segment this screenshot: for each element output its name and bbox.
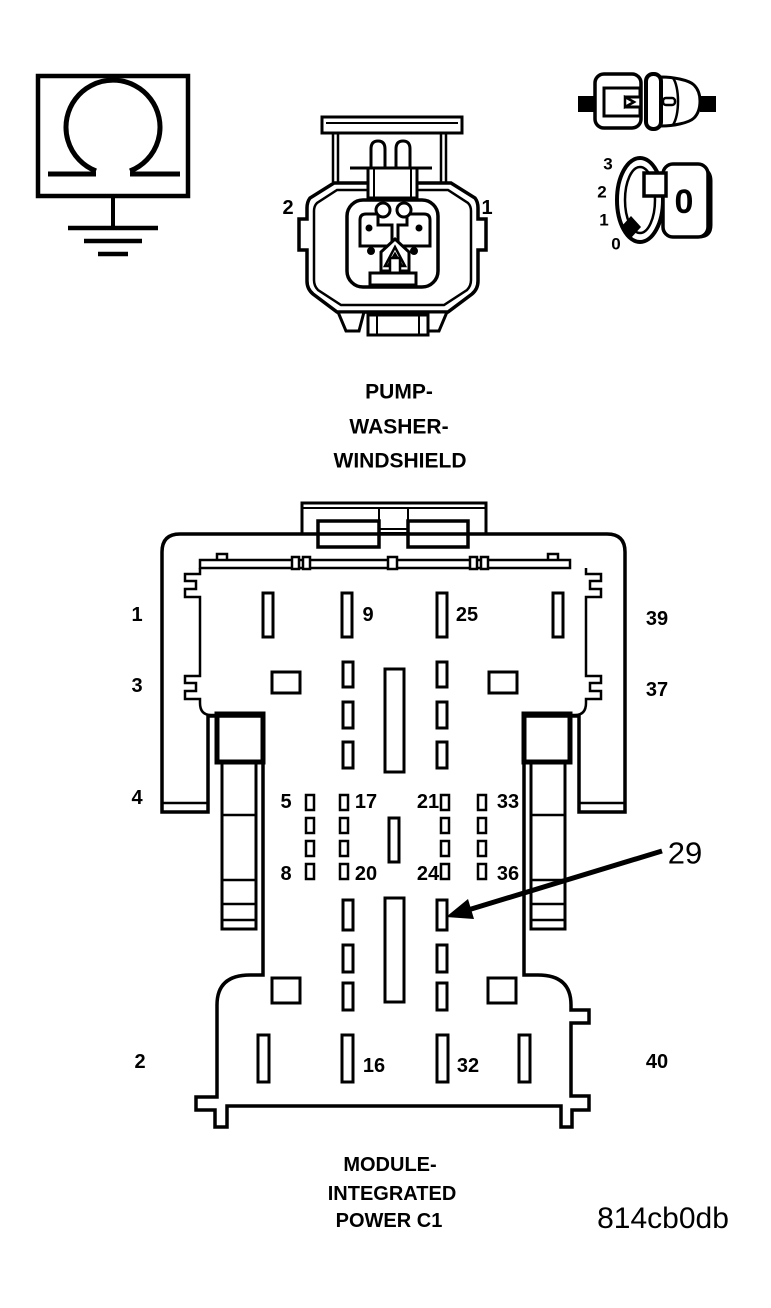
mip-caption-line-3: POWER C1 [335, 1210, 443, 1232]
mip-caption-line-2: INTEGRATED [327, 1183, 457, 1205]
pin-label-5: 5 [280, 791, 292, 813]
washer-pump-connector-drawing [297, 115, 488, 337]
callout-pin-label: 29 [667, 835, 703, 871]
pin-label-32: 32 [456, 1055, 480, 1077]
washer-pin-label-2: 2 [282, 197, 294, 219]
pin-label-9: 9 [362, 604, 374, 626]
figure-code: 814cb0db [597, 1202, 729, 1235]
key-position-3: 3 [603, 154, 613, 174]
key-position-0: 0 [611, 234, 621, 254]
washer-pin-label-1: 1 [481, 197, 493, 219]
key-position-1: 1 [599, 210, 609, 230]
pin-label-20: 20 [354, 863, 378, 885]
pin-label-1: 1 [131, 604, 143, 626]
pin-29-cavity [435, 898, 449, 932]
pin-label-25: 25 [455, 604, 479, 626]
ground-symbol-icon [35, 73, 191, 257]
pin-label-4: 4 [131, 787, 143, 809]
inline-connector-icon [578, 72, 716, 131]
pin-label-8: 8 [280, 863, 292, 885]
pin-label-21: 21 [416, 791, 440, 813]
pin-label-3: 3 [131, 675, 143, 697]
mip-connector-drawing [160, 501, 627, 1129]
pin-label-24: 24 [416, 863, 440, 885]
pin-label-33: 33 [496, 791, 520, 813]
ignition-key-icon [615, 156, 713, 244]
washer-caption-line-1: PUMP- [365, 380, 433, 404]
mip-caption-line-1: MODULE- [343, 1154, 437, 1176]
pin-label-39: 39 [645, 608, 669, 630]
key-position-2: 2 [597, 182, 607, 202]
washer-caption-line-2: WASHER- [349, 415, 449, 439]
pin-label-37: 37 [645, 679, 669, 701]
pin-label-17: 17 [354, 791, 378, 813]
key-position-marker [621, 216, 641, 238]
callout-arrow [446, 848, 663, 919]
pin-label-36: 36 [496, 863, 520, 885]
pin-label-40: 40 [645, 1051, 669, 1073]
washer-caption-line-3: WINDSHIELD [333, 449, 467, 473]
key-face-label: 0 [674, 183, 694, 221]
pin-label-2: 2 [134, 1051, 146, 1073]
pin-label-16: 16 [362, 1055, 386, 1077]
